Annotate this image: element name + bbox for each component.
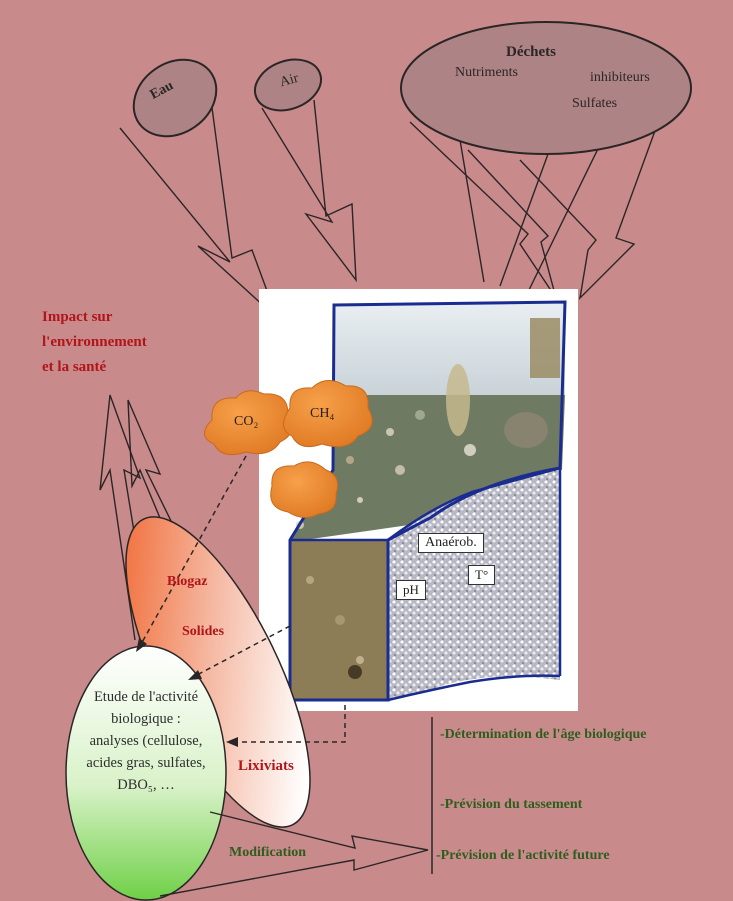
impact-line-1: Impact sur xyxy=(42,309,112,326)
waste-ellipse xyxy=(401,22,691,154)
anaerobic-label: Anaérob. xyxy=(418,533,484,553)
impact-line-2: l'environnement xyxy=(42,334,147,351)
study-text: Etude de l'activité biologique : analyse… xyxy=(86,686,206,796)
solids-label: Solides xyxy=(182,624,224,640)
ph-label: pH xyxy=(396,580,426,600)
result-settlement: -Prévision du tassement xyxy=(440,797,582,813)
waste-nutrients: Nutriments xyxy=(455,65,518,81)
third-gas-cloud xyxy=(271,462,338,518)
impact-line-3: et la santé xyxy=(42,359,106,376)
waste-sulfates: Sulfates xyxy=(572,96,617,112)
co2-label: CO₂ xyxy=(234,414,258,430)
leachate-label: Lixiviats xyxy=(238,758,294,775)
temperature-label: T° xyxy=(468,565,495,585)
waste-inhibitors: inhibiteurs xyxy=(590,70,650,86)
result-age: -Détermination de l'âge biologique xyxy=(440,723,650,747)
water-ellipse xyxy=(119,44,231,152)
biogas-label: Biogaz xyxy=(167,574,207,590)
modification-label: Modification xyxy=(229,845,306,861)
waste-title: Déchets xyxy=(506,44,556,61)
result-activity: -Prévision de l'activité future xyxy=(436,848,610,864)
ch4-label: CH₄ xyxy=(310,406,334,422)
